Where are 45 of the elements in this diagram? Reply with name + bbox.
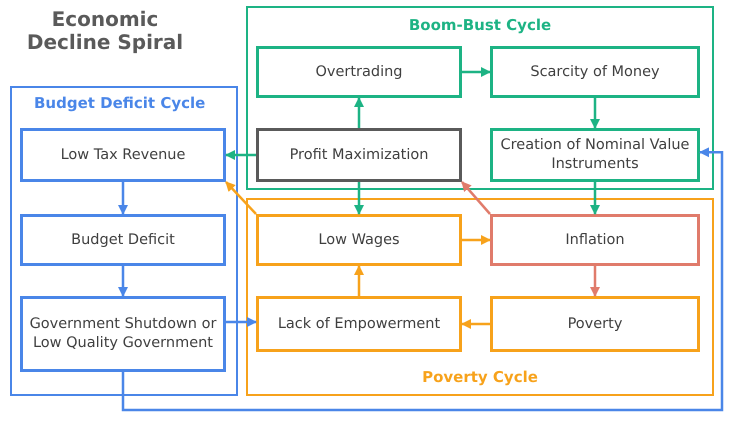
box-label: Government Shutdown or Low Quality Government — [29, 315, 217, 353]
arrow — [461, 319, 490, 329]
diagram-title: Economic Decline Spiral — [26, 8, 184, 54]
box-label: Profit Maximization — [290, 146, 428, 164]
box-label: Low Wages — [318, 230, 400, 250]
process-box — [20, 214, 226, 266]
box-label: Lack of Empowerment — [278, 314, 440, 334]
process-box — [256, 296, 462, 352]
arrow — [118, 266, 128, 297]
box-label: Budget Deficit — [71, 230, 175, 250]
cycle-group-frame — [246, 6, 714, 190]
arrow — [226, 316, 257, 327]
arrow — [590, 266, 600, 297]
arrow — [354, 97, 364, 128]
arrow — [225, 181, 257, 215]
arrow — [122, 147, 724, 412]
box-label: Inflation — [565, 230, 625, 250]
group-heading: Budget Deficit Cycle — [34, 94, 206, 112]
box-label: Scarcity of Money — [530, 62, 660, 82]
arrow — [118, 182, 128, 215]
group-heading: Boom-Bust Cycle — [408, 16, 552, 34]
arrow — [590, 182, 600, 215]
process-box — [20, 128, 226, 182]
arrow — [354, 265, 364, 296]
process-box — [490, 296, 700, 352]
arrow — [462, 235, 491, 245]
cycle-group-frame — [10, 86, 238, 396]
box-label: Overtrading — [315, 62, 403, 82]
arrow — [462, 67, 491, 77]
cycle-group-frame — [246, 198, 714, 396]
process-box — [256, 214, 462, 266]
process-box — [256, 128, 462, 182]
arrow — [354, 182, 364, 215]
arrow — [461, 181, 491, 215]
group-heading: Poverty Cycle — [422, 368, 538, 386]
box-label: Poverty — [568, 314, 622, 334]
box-label: Low Tax Revenue — [60, 146, 186, 164]
process-box — [20, 296, 226, 372]
process-box — [490, 214, 700, 266]
arrow — [590, 98, 600, 129]
process-box — [256, 46, 462, 98]
box-label: Creation of Nominal Value Instruments — [500, 136, 690, 174]
arrow — [225, 150, 256, 160]
process-box — [490, 128, 700, 182]
process-box — [490, 46, 700, 98]
